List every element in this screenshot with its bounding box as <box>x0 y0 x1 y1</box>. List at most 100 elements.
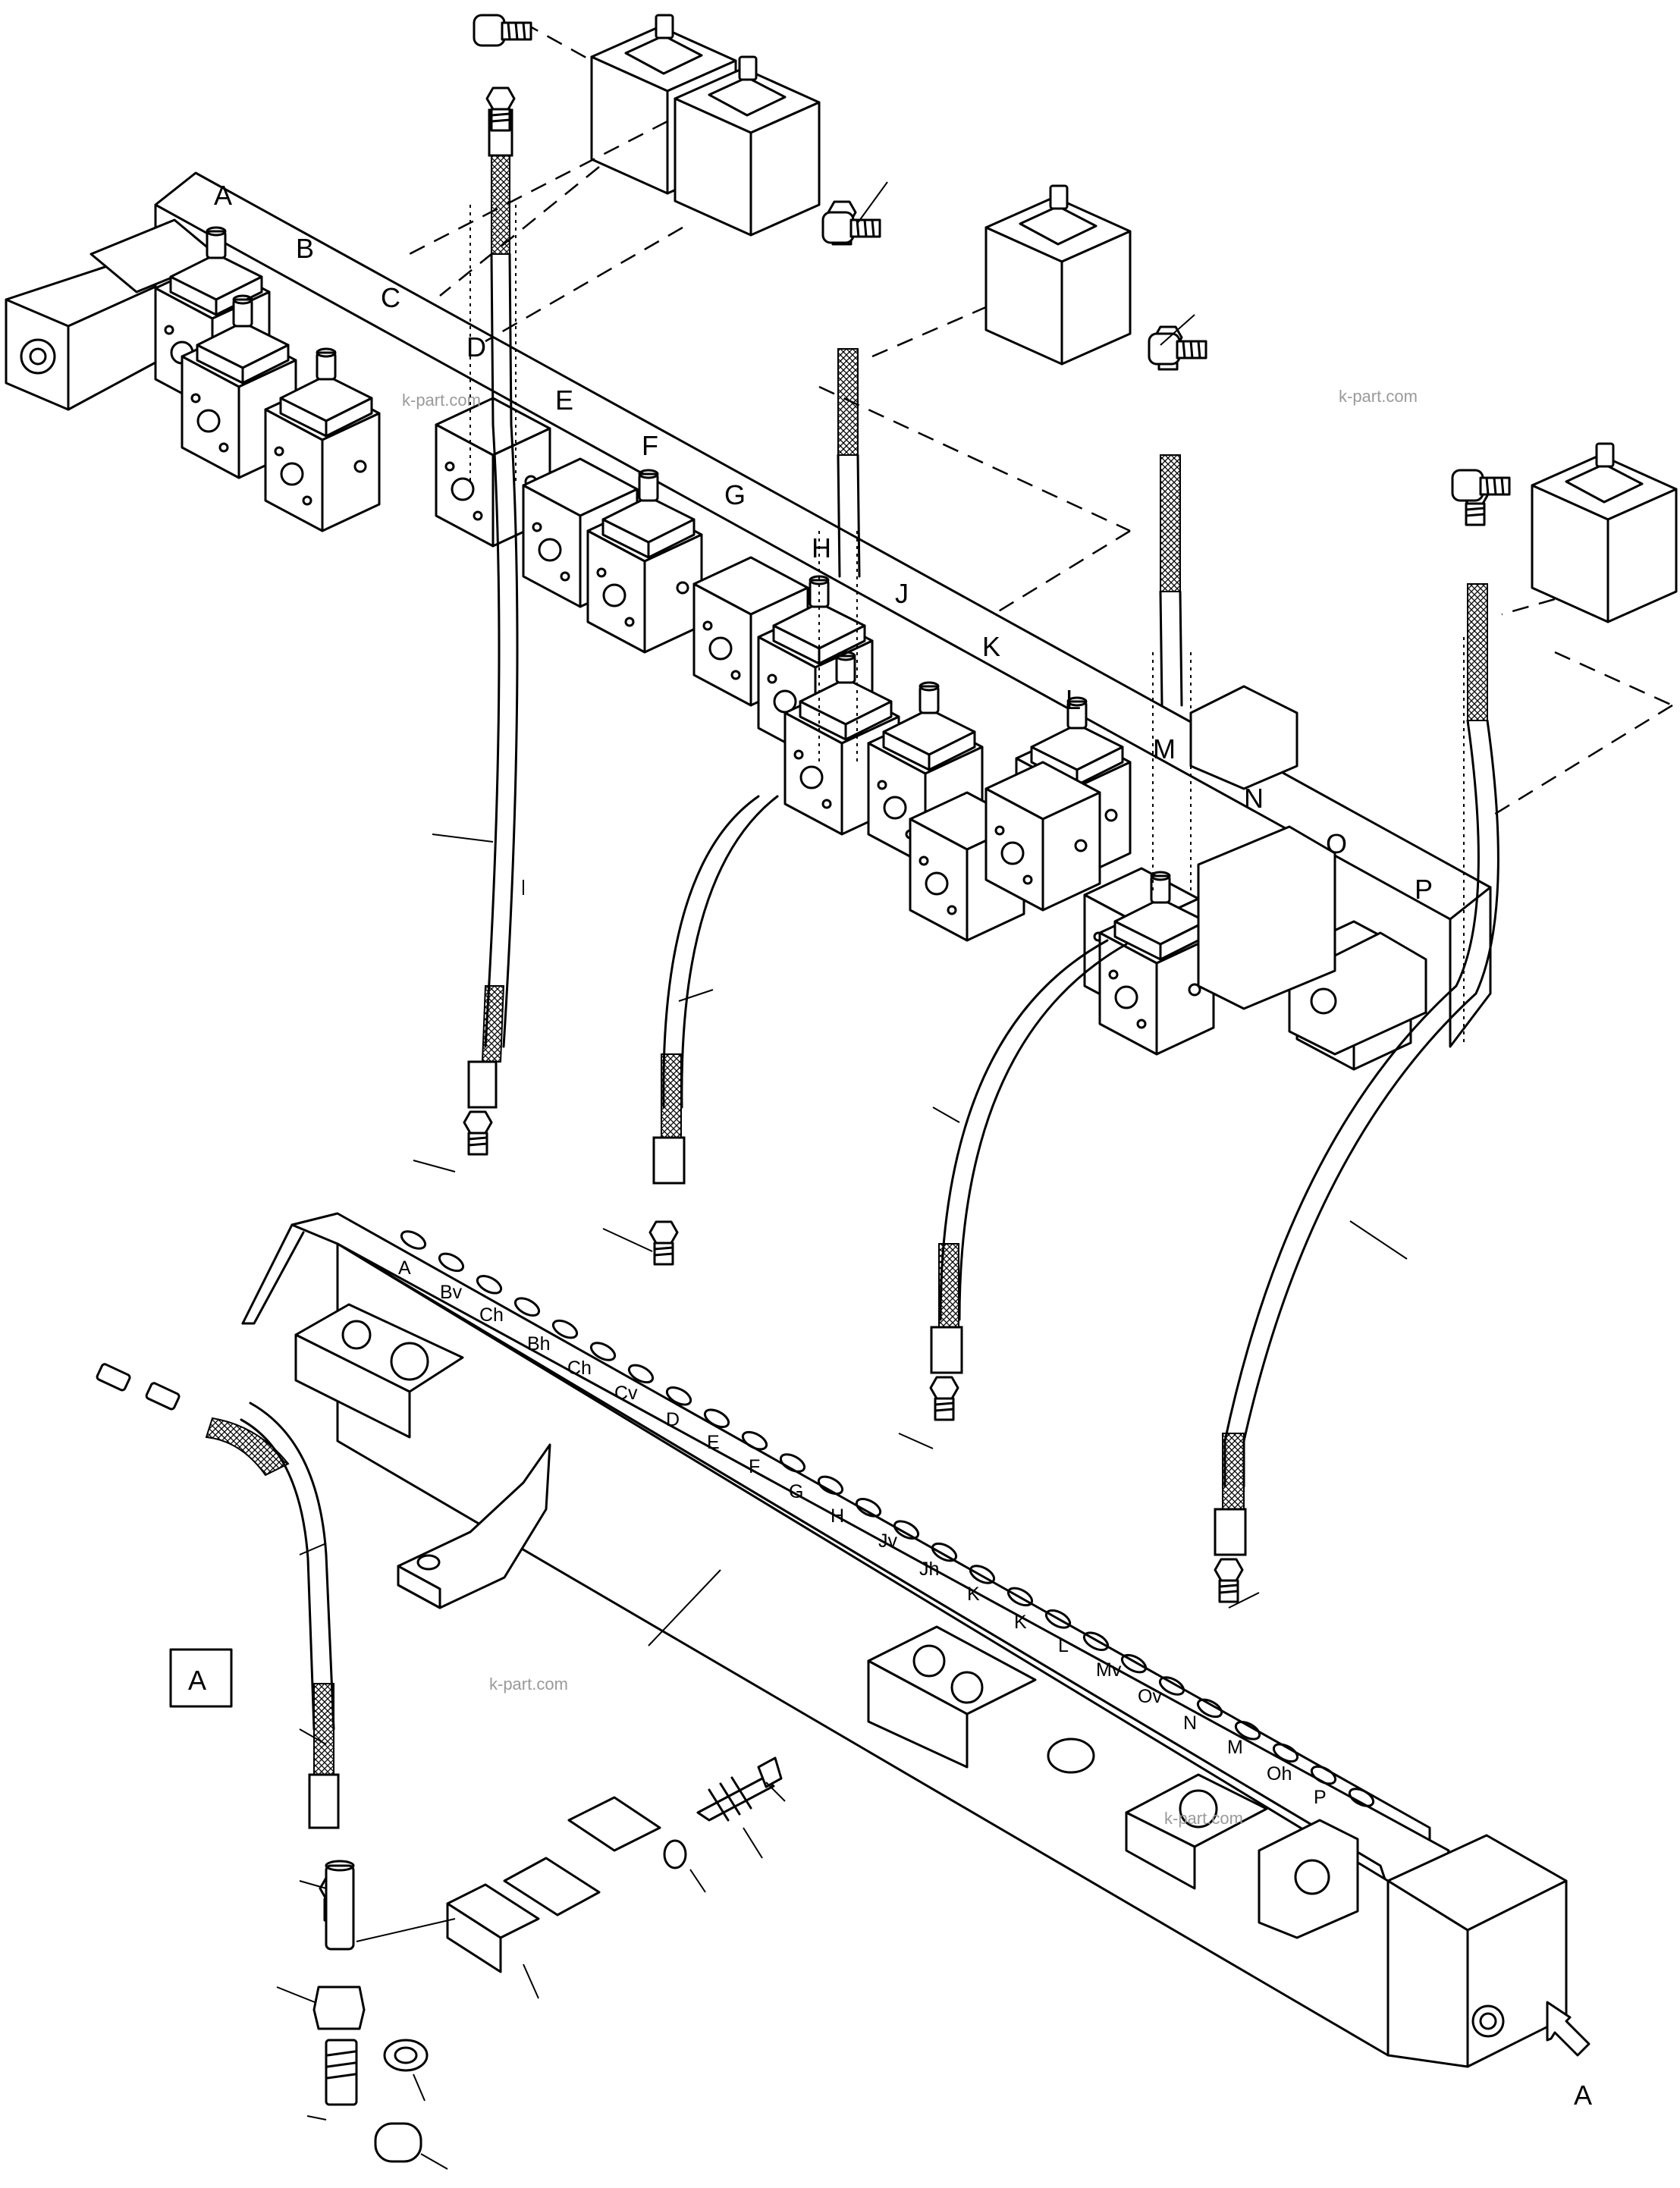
rail-port-hole <box>969 1565 996 1584</box>
hex-nut-fitting <box>485 86 516 132</box>
solenoid-coil <box>984 184 1132 366</box>
valve-block <box>586 469 703 654</box>
valve-block-label: E <box>555 385 573 416</box>
rail-port-label: Ov <box>1138 1686 1162 1707</box>
valve-block-label: G <box>724 479 746 510</box>
valve-block-label: P <box>1415 874 1433 905</box>
rail-port-label: Mv <box>1096 1659 1122 1681</box>
rail-port-hole <box>893 1520 920 1540</box>
valve-block-label: K <box>982 631 1000 662</box>
hex-nut-fitting <box>1214 1558 1244 1603</box>
left-end-blocks <box>5 218 221 411</box>
valve-block-label: O <box>1326 828 1347 859</box>
valve-block-label: B <box>296 233 314 264</box>
valve-block-label: C <box>381 282 400 313</box>
manifold-rail <box>241 1212 1568 2068</box>
valve-block-label: H <box>812 532 831 563</box>
view-label-box <box>169 1648 233 1708</box>
rail-port-hole <box>1272 1743 1299 1763</box>
watermark: k-part.com <box>489 1675 568 1694</box>
elbow-fitting <box>473 14 532 47</box>
view-arrow-label: A <box>1574 2080 1592 2111</box>
rail-port-hole <box>1234 1721 1261 1741</box>
valve-block <box>264 347 381 532</box>
hex-nut-fitting <box>648 1220 679 1266</box>
rail-port-label: E <box>707 1432 720 1453</box>
rail-port-hole <box>589 1342 617 1361</box>
right-end-blocks <box>1189 685 1427 1056</box>
rail-port-hole <box>1158 1676 1185 1696</box>
coupling-parts <box>312 1756 783 2163</box>
rail-port-hole <box>703 1408 730 1428</box>
valve-block <box>867 681 984 866</box>
solenoid-coils <box>590 14 1678 623</box>
watermark: k-part.com <box>1164 1809 1243 1828</box>
rail-port-hole <box>1310 1765 1337 1785</box>
valve-block-label: A <box>214 180 232 211</box>
rail-port-hole <box>513 1297 541 1317</box>
rail-port-label: Cv <box>614 1383 638 1404</box>
rail-port-label: Jh <box>919 1559 939 1580</box>
rail-port-label: K <box>1014 1612 1027 1633</box>
rail-port-hole <box>438 1252 465 1273</box>
rail-port-holes <box>400 1230 1375 1807</box>
solenoid-coil <box>1531 442 1678 623</box>
rail-port-hole <box>1082 1631 1110 1651</box>
elbow-fitting <box>1148 332 1207 366</box>
valve-manifold-bar <box>154 171 1492 1048</box>
valve-block-label: J <box>895 578 909 609</box>
rail-port-label: M <box>1227 1737 1243 1758</box>
rail-port-hole <box>817 1475 844 1496</box>
rail-port-label: G <box>789 1481 803 1502</box>
rail-port-hole <box>1120 1653 1148 1674</box>
rail-port-label: N <box>1183 1712 1197 1734</box>
rail-port-label: F <box>749 1456 760 1477</box>
rail-port-label: Ch <box>479 1304 504 1326</box>
hex-nut-fitting <box>463 1110 493 1156</box>
view-arrow-icon <box>1546 2001 1591 2057</box>
rail-port-label: Bh <box>527 1333 551 1355</box>
rail-port-hole <box>551 1319 579 1339</box>
solenoid-coil <box>674 55 821 237</box>
rail-port-hole <box>779 1453 806 1473</box>
rail-port-label: Ch <box>567 1358 592 1379</box>
rail-port-label: H <box>831 1505 844 1527</box>
rail-port-hole <box>665 1386 692 1406</box>
elbow-fitting <box>821 211 881 244</box>
rail-port-label: P <box>1314 1787 1327 1808</box>
leader-lines <box>276 181 1408 2170</box>
rail-port-label: A <box>398 1257 411 1279</box>
valve-block-label: M <box>1153 733 1176 764</box>
rail-port-hole <box>855 1498 882 1518</box>
rail-port-label: Bv <box>440 1282 463 1303</box>
explosion-lines <box>401 21 1673 1047</box>
rail-port-label: K <box>967 1584 980 1605</box>
rail-port-hole <box>1044 1609 1072 1629</box>
straight-fitting <box>145 1382 181 1411</box>
valve-block-label: D <box>466 331 486 363</box>
rail-port-hole <box>741 1430 768 1451</box>
diagram-labels: ABCDEFGHJKLMNOPABvChBhChCvDEFGHJvJhKKLMv… <box>188 180 1592 2111</box>
watermark: k-part.com <box>1339 387 1418 406</box>
hex-nut-fitting <box>929 1376 959 1421</box>
rail-port-label: Jv <box>878 1530 898 1552</box>
elbow-fitting <box>1451 469 1511 502</box>
rail-port-hole <box>476 1275 503 1295</box>
straight-fitting <box>96 1363 131 1392</box>
rail-port-label: D <box>666 1409 680 1430</box>
valve-block-label: L <box>1066 684 1081 715</box>
valve-block-label: F <box>642 430 658 461</box>
rail-port-hole <box>931 1542 958 1562</box>
rail-port-hole <box>1196 1698 1223 1719</box>
view-box-label: A <box>188 1665 206 1696</box>
rail-port-hole <box>400 1230 427 1250</box>
rail-port-hole <box>1348 1788 1375 1807</box>
rail-port-label: L <box>1058 1635 1069 1656</box>
watermark: k-part.com <box>402 391 481 410</box>
rail-port-hole <box>627 1364 655 1384</box>
valve-block <box>984 761 1101 912</box>
rail-port-hole <box>1006 1587 1034 1607</box>
rail-port-label: Oh <box>1267 1763 1292 1785</box>
valve-block-label: N <box>1244 783 1264 814</box>
